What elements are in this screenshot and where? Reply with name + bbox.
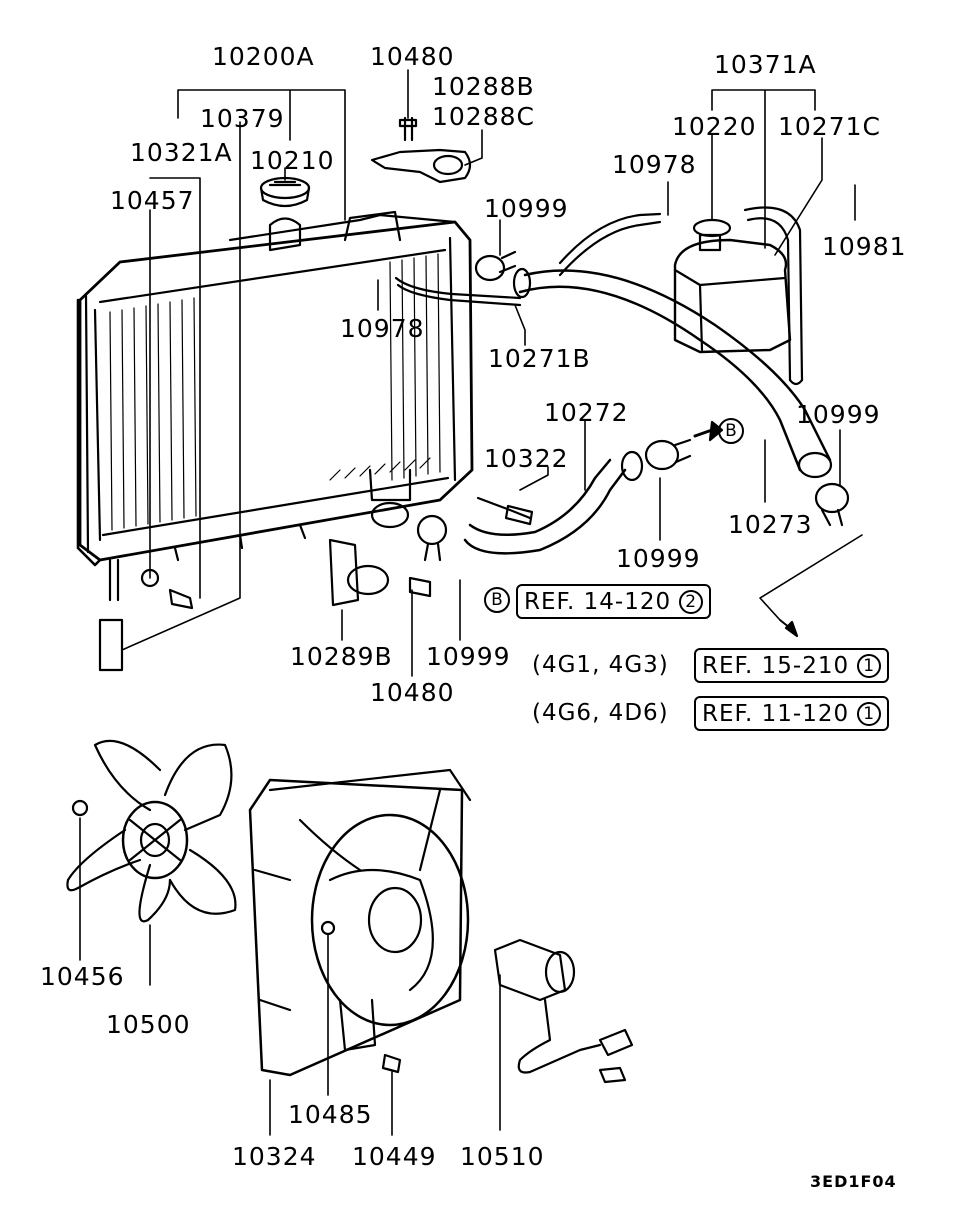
upper-hose-drawing [512,267,833,479]
engine-label-4g1-4g3: (4G1, 4G3) [532,652,669,678]
b-marker-ref: B [484,587,510,613]
part-label-10200A: 10200A [212,42,315,71]
part-label-10999-mid: 10999 [616,544,701,573]
part-label-10510: 10510 [460,1142,545,1171]
part-label-10379: 10379 [200,104,285,133]
clamp-drawings [416,250,850,562]
reserve-tank-drawing [673,218,792,354]
leader-lines [121,69,863,677]
part-label-10999-right: 10999 [796,400,881,429]
fan-motor-drawing [493,938,634,1084]
bracket-top-drawing [370,116,472,184]
thermostat-housing-drawing [328,538,432,607]
reserve-hose-drawing [743,206,804,382]
overflow-hose-drawing [396,283,522,307]
part-label-10371A: 10371A [714,50,817,79]
radiator-cap-drawing [259,176,311,208]
ref-text-14-120: REF. 14-120 [524,588,672,615]
part-label-10271C: 10271C [778,112,881,141]
ref-num-14-120: 2 [679,590,704,614]
ref-box-15-210[interactable]: REF. 15-210 1 [694,648,890,683]
part-label-10288C: 10288C [432,102,535,131]
fan-blade-drawing [66,739,237,923]
part-label-10321A: 10321A [130,138,233,167]
part-label-10999-bot: 10999 [426,642,511,671]
ref-box-14-120[interactable]: REF. 14-120 2 [516,584,712,619]
sensor-drawing [476,496,532,520]
radiator-drawing [76,210,474,672]
part-label-10288B: 10288B [432,72,535,101]
ref-num-15-210: 1 [857,654,882,678]
part-label-10457: 10457 [110,186,195,215]
part-label-10978-right: 10978 [612,150,697,179]
part-label-10210: 10210 [250,146,335,175]
b-marker-arrow: B [718,418,744,444]
part-label-10981: 10981 [822,232,907,261]
part-label-10449: 10449 [352,1142,437,1171]
ref-num-11-120: 1 [857,702,882,726]
fan-nut-drawing [71,799,89,817]
part-label-10272: 10272 [544,398,629,427]
part-label-10322: 10322 [484,444,569,473]
part-label-10500: 10500 [106,1010,191,1039]
part-label-10324: 10324 [232,1142,317,1171]
lower-hose-drawing [463,450,644,555]
part-label-10220: 10220 [672,112,757,141]
part-label-10271B: 10271B [488,344,591,373]
engine-label-4g6-4d6: (4G6, 4D6) [532,700,669,726]
part-label-10999-top: 10999 [484,194,569,223]
drawing-code: 3ED1F04 [810,1172,897,1191]
part-label-10289B: 10289B [290,642,393,671]
ref-box-11-120[interactable]: REF. 11-120 1 [694,696,890,731]
ref-text-11-120: REF. 11-120 [702,700,850,727]
part-label-10480-bot: 10480 [370,678,455,707]
part-label-10480-top: 10480 [370,42,455,71]
part-label-10273: 10273 [728,510,813,539]
ref-text-15-210: REF. 15-210 [702,652,850,679]
part-label-10978-left: 10978 [340,314,425,343]
part-label-10485: 10485 [288,1100,373,1129]
part-label-10456: 10456 [40,962,125,991]
fan-shroud-drawing [248,768,472,1077]
